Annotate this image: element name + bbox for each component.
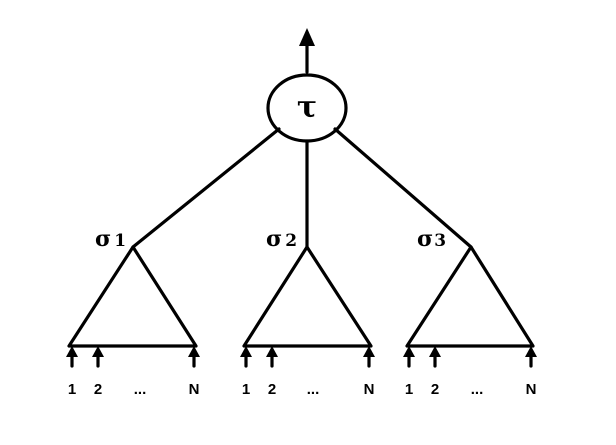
subtree-3: σ3 1 2 ... N xyxy=(403,226,537,398)
subtree-2-input-n: N xyxy=(364,381,375,398)
edge-root-to-sigma3 xyxy=(333,127,473,249)
subtree-3-input-ellipsis: ... xyxy=(471,381,484,398)
subtree-1-inputs xyxy=(66,346,200,368)
subtree-1-input-n: N xyxy=(189,381,200,398)
subtree-1-triangle xyxy=(67,245,198,348)
subtree-3-input-2: 2 xyxy=(431,381,439,398)
subtree-3-input-1: 1 xyxy=(405,381,413,398)
root-label: τ xyxy=(297,90,317,125)
subtree-3-input-n: N xyxy=(526,381,537,398)
subtree-1-input-1: 1 xyxy=(68,381,76,398)
subtree-1-input-ellipsis: ... xyxy=(134,381,147,398)
subtree-2-triangle xyxy=(242,245,373,348)
subtree-3-label: σ3 xyxy=(417,226,446,252)
subtree-3-triangle xyxy=(405,245,535,348)
edge-root-to-sigma1 xyxy=(131,127,281,249)
root-node: τ xyxy=(266,73,348,143)
subtree-2-input-ellipsis: ... xyxy=(307,381,320,398)
subtree-1-input-2: 2 xyxy=(94,381,102,398)
output-arrow xyxy=(299,28,315,74)
subtree-3-inputs xyxy=(403,346,537,368)
subtree-2-inputs xyxy=(240,346,375,368)
subtree-2-input-1: 1 xyxy=(242,381,250,398)
subtree-2-input-2: 2 xyxy=(268,381,276,398)
